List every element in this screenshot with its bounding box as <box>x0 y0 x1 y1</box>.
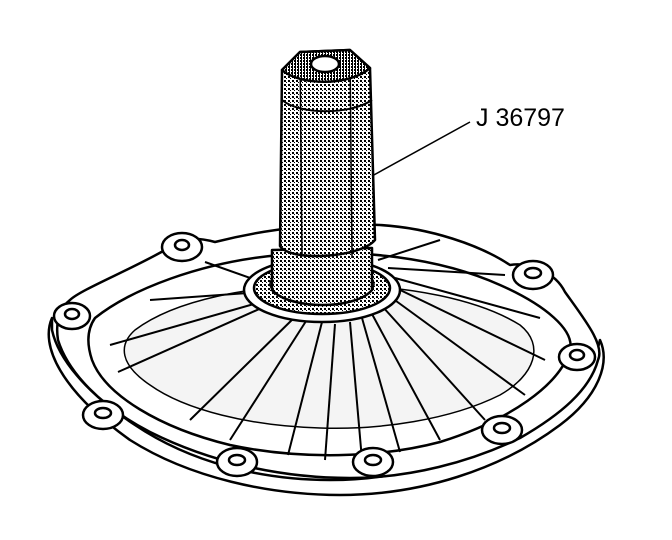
tool-callout: J 36797 <box>371 104 565 177</box>
tool-top-hole <box>309 54 341 74</box>
bolt-holes <box>52 231 597 478</box>
tool-shaft <box>270 246 374 307</box>
tool-hex-driver <box>270 48 377 307</box>
tool-label: J 36797 <box>476 104 565 132</box>
bolt-boss <box>511 259 555 291</box>
cover-flange-rim <box>47 316 605 497</box>
bolt-boss <box>557 342 597 372</box>
bolt-boss <box>480 414 524 446</box>
bolt-boss <box>160 231 204 263</box>
bolt-boss <box>215 446 259 478</box>
bolt-boss <box>351 446 395 478</box>
bolt-boss <box>52 301 92 331</box>
cover-housing <box>47 223 605 497</box>
bolt-boss <box>81 399 125 431</box>
callout-leader-line <box>371 121 471 177</box>
